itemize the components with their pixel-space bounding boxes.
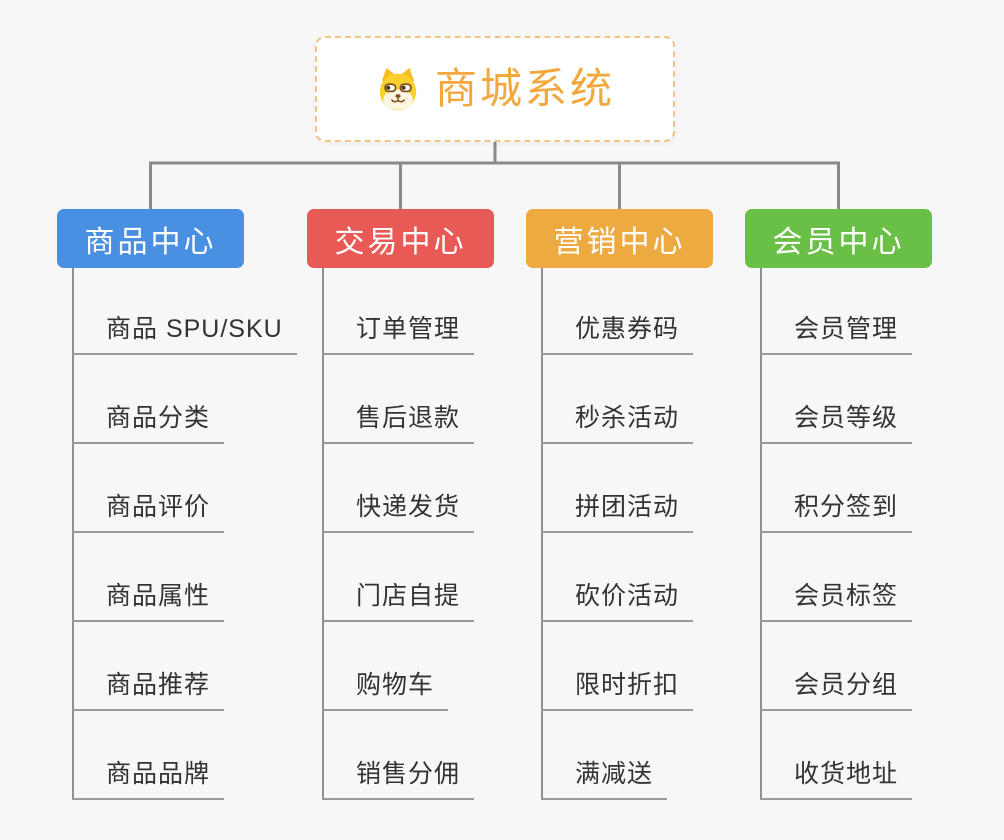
list-item: 商品 SPU/SKU (72, 266, 297, 355)
branch-items-member-center: 会员管理 会员等级 积分签到 会员标签 会员分组 收货地址 (760, 266, 913, 800)
branch-node-product-center[interactable]: 商品中心 (57, 209, 244, 268)
topic-label[interactable]: 订单管理 (322, 315, 475, 355)
list-item: 销售分佣 (322, 711, 475, 800)
branch-items-trade-center: 订单管理 售后退款 快递发货 门店自提 购物车 销售分佣 (322, 266, 475, 800)
topic-label[interactable]: 商品分类 (72, 404, 225, 444)
topic-label[interactable]: 商品品牌 (72, 760, 225, 800)
topic-label[interactable]: 限时折扣 (541, 671, 694, 711)
list-item: 会员管理 (760, 266, 913, 355)
topic-label[interactable]: 拼团活动 (541, 493, 694, 533)
branch-items-product-center: 商品 SPU/SKU 商品分类 商品评价 商品属性 商品推荐 商品品牌 (72, 266, 297, 800)
list-item: 快递发货 (322, 444, 475, 533)
topic-label[interactable]: 商品评价 (72, 493, 225, 533)
list-item: 会员分组 (760, 622, 913, 711)
topic-label[interactable]: 售后退款 (322, 404, 475, 444)
list-item: 商品推荐 (72, 622, 297, 711)
topic-label[interactable]: 销售分佣 (322, 760, 475, 800)
topic-label[interactable]: 积分签到 (760, 493, 913, 533)
topic-label[interactable]: 会员管理 (760, 315, 913, 355)
list-item: 购物车 (322, 622, 474, 711)
branch-items-marketing-center: 优惠券码 秒杀活动 拼团活动 砍价活动 限时折扣 满减送 (541, 266, 694, 800)
list-item: 商品评价 (72, 444, 297, 533)
list-item: 商品属性 (72, 533, 297, 622)
topic-label[interactable]: 门店自提 (322, 582, 475, 622)
branch-node-marketing-center[interactable]: 营销中心 (526, 209, 713, 268)
topic-label[interactable]: 满减送 (541, 760, 668, 800)
list-item: 订单管理 (322, 266, 475, 355)
topic-label[interactable]: 会员标签 (760, 582, 913, 622)
list-item: 积分签到 (760, 444, 913, 533)
list-item: 拼团活动 (541, 444, 694, 533)
topic-label[interactable]: 商品属性 (72, 582, 225, 622)
topic-label[interactable]: 会员分组 (760, 671, 913, 711)
list-item: 限时折扣 (541, 622, 694, 711)
topic-label[interactable]: 商品推荐 (72, 671, 225, 711)
list-item: 售后退款 (322, 355, 475, 444)
topic-label[interactable]: 收货地址 (760, 760, 913, 800)
topic-label[interactable]: 优惠券码 (541, 315, 694, 355)
list-item: 门店自提 (322, 533, 475, 622)
topic-label[interactable]: 砍价活动 (541, 582, 694, 622)
branch-node-member-center[interactable]: 会员中心 (745, 209, 932, 268)
topic-label[interactable]: 购物车 (322, 671, 449, 711)
branch-node-trade-center[interactable]: 交易中心 (307, 209, 494, 268)
list-item: 满减送 (541, 711, 693, 800)
topic-label[interactable]: 会员等级 (760, 404, 913, 444)
list-item: 秒杀活动 (541, 355, 694, 444)
list-item: 商品分类 (72, 355, 297, 444)
topic-label[interactable]: 秒杀活动 (541, 404, 694, 444)
topic-label[interactable]: 快递发货 (322, 493, 475, 533)
root-topic-title: 商城系统 (434, 65, 615, 112)
list-item: 砍价活动 (541, 533, 694, 622)
list-item: 商品品牌 (72, 711, 297, 800)
list-item: 收货地址 (760, 711, 913, 800)
list-item: 会员等级 (760, 355, 913, 444)
list-item: 优惠券码 (541, 266, 694, 355)
topic-label[interactable]: 商品 SPU/SKU (72, 315, 297, 355)
root-topic[interactable]: 商城系统 (315, 36, 675, 142)
dog-face-icon (379, 67, 417, 111)
list-item: 会员标签 (760, 533, 913, 622)
